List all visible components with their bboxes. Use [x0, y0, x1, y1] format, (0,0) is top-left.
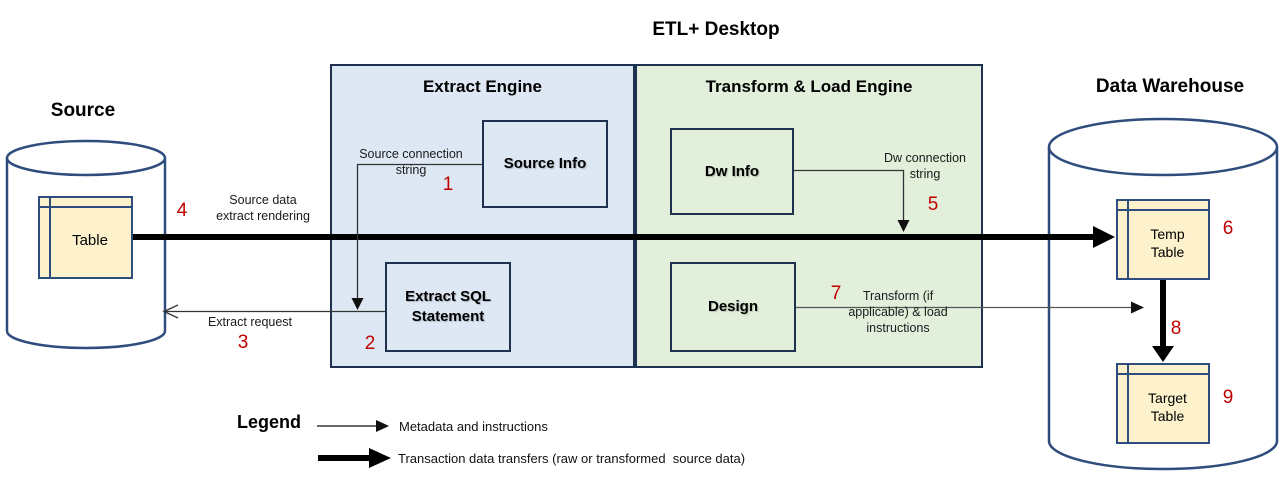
source-data-label: Source data extract rendering [216, 193, 310, 223]
step-4: 4 [176, 200, 188, 221]
extract-engine-heading: Extract Engine [422, 77, 543, 96]
step-7: 7 [830, 283, 842, 304]
legend-transaction-label: Transaction data transfers (raw or trans… [398, 451, 746, 466]
legend-metadata-label: Metadata and instructions [399, 419, 548, 434]
step-5: 5 [927, 194, 939, 215]
source-heading: Source [50, 100, 116, 121]
source-info-node: Source Info [482, 120, 608, 208]
extract-request-label: Extract request [207, 315, 293, 329]
temp-table: Temp Table [1116, 199, 1210, 280]
temp-table-label: Temp Table [1150, 225, 1185, 260]
dw-connection-label: Dw connection string [884, 151, 966, 181]
table-grid-line [40, 206, 131, 208]
step-9: 9 [1222, 387, 1234, 408]
target-table-label: Target Table [1148, 389, 1187, 424]
diagram-title: ETL+ Desktop [652, 19, 780, 40]
design-node: Design [670, 262, 796, 352]
data-warehouse-heading: Data Warehouse [1095, 76, 1245, 97]
step-1: 1 [442, 174, 454, 195]
source-table: Table [38, 196, 133, 279]
step-2: 2 [364, 333, 376, 354]
table-grid-line [1118, 373, 1208, 375]
table-grid-line [1118, 209, 1208, 211]
step-8: 8 [1170, 318, 1182, 339]
legend-heading: Legend [237, 412, 302, 432]
table-grid-line [49, 198, 51, 277]
step-6: 6 [1222, 218, 1234, 239]
source-table-label: Table [72, 231, 108, 249]
dw-info-node: Dw Info [670, 128, 794, 215]
transform-load-engine-heading: Transform & Load Engine [705, 77, 913, 96]
target-table: Target Table [1116, 363, 1210, 444]
table-grid-line [1127, 365, 1129, 442]
table-grid-line [1127, 201, 1129, 278]
step-3: 3 [237, 332, 249, 353]
transform-load-label: Transform (if applicable) & load instruc… [848, 289, 948, 335]
